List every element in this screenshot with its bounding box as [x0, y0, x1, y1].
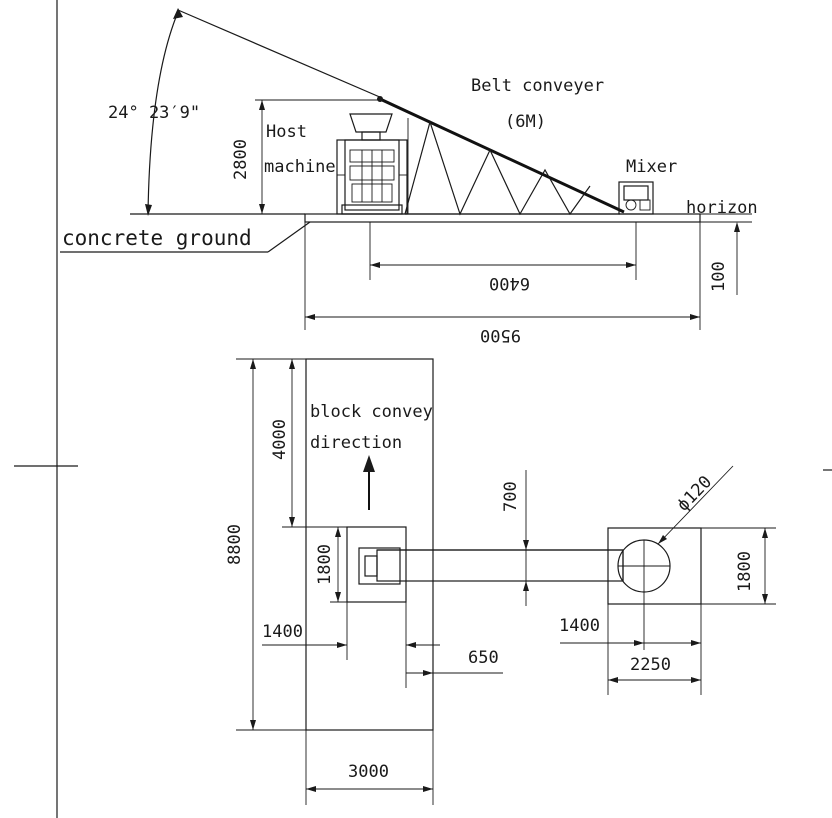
direction-label-line1: block convey: [310, 402, 433, 422]
mixer-offset-dimension: 1400: [559, 592, 701, 650]
belt-conveyor: Belt conveyer (6M): [377, 76, 625, 216]
ground-label: concrete ground: [62, 226, 252, 250]
gap-dimension: 650: [406, 648, 503, 676]
offset-dim-label: 700: [501, 481, 521, 512]
span-dim-label: 6400: [489, 273, 530, 293]
ground-slab: horizon concrete ground: [60, 198, 758, 253]
host-label-line2: machine: [264, 157, 336, 177]
host-width-dim-label: 1800: [315, 544, 335, 585]
elevation-view: 24° 23′9" horizon concrete ground 2800 H…: [60, 8, 758, 345]
direction-label-line2: direction: [310, 433, 402, 453]
mixer-offset-dim-label: 1400: [559, 616, 600, 636]
host-label-line1: Host: [266, 122, 307, 142]
host-offset-dimension: 1400: [262, 602, 440, 688]
conveyor-width-dimension: 3000: [305, 730, 434, 805]
frame-lines: [14, 0, 832, 818]
height-dimension: 2800 Host machine: [231, 99, 380, 214]
mixer-width-dimension: 1800: [701, 527, 776, 605]
diameter-dimension: ϕ120: [657, 465, 734, 545]
belt-conveyor-plan: [376, 549, 624, 582]
total-dimension: 9500: [304, 222, 701, 345]
belt-length-label: (6M): [505, 112, 546, 132]
offset-dimension: 700: [501, 470, 529, 606]
slab-dim-label: 100: [709, 261, 729, 292]
gap-dim-label: 650: [468, 648, 499, 668]
mixer-plan: [377, 527, 702, 605]
mixer-length-dim-label: 2250: [630, 655, 671, 675]
diameter-dim-label: ϕ120: [673, 472, 716, 515]
conveyor-width-dim-label: 3000: [348, 762, 389, 782]
height-dim-label: 2800: [231, 139, 251, 180]
direction-arrow-icon: [363, 455, 375, 510]
mixer-label: Mixer: [626, 157, 677, 177]
mixer-width-dim-label: 1800: [735, 551, 755, 592]
total-dim-label: 9500: [480, 325, 521, 345]
span-dimension: 6400: [369, 222, 637, 293]
mixer-length-dimension: 2250: [607, 604, 702, 695]
belt-label: Belt conveyer: [471, 76, 604, 96]
host-width-dimension: 1800: [315, 526, 347, 603]
slab-dimension: 100: [709, 222, 740, 295]
host-machine: [336, 113, 408, 215]
host-offset-dim-label: 1400: [262, 622, 303, 642]
plan-length-dim-label: 8800: [225, 524, 245, 565]
mixer-elevation: Mixer: [618, 157, 677, 215]
plan-length-dimension: 8800: [225, 358, 306, 731]
horizon-label: horizon: [686, 198, 758, 218]
angle-indicator: 24° 23′9": [108, 8, 383, 216]
upper-dim-label: 4000: [270, 419, 290, 460]
block-conveyor-plan: [305, 358, 434, 731]
angle-label: 24° 23′9": [108, 103, 200, 123]
plan-view: block convey direction ϕ120: [225, 358, 776, 805]
